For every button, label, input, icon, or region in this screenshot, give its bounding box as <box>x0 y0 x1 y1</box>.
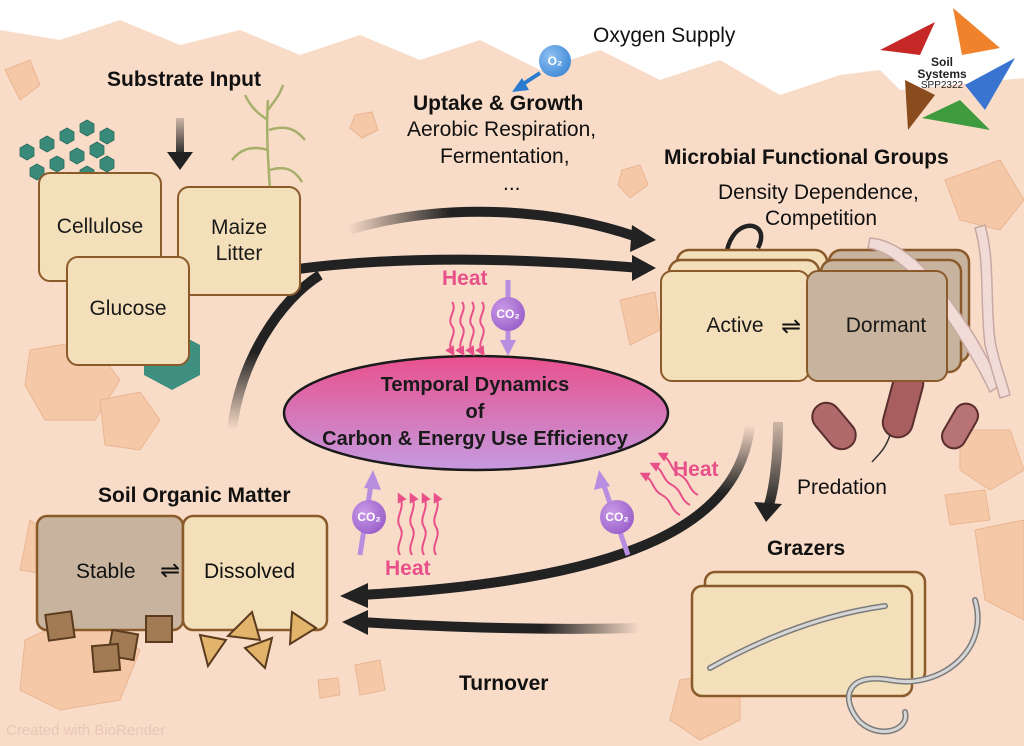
cellulose-label: Cellulose <box>56 214 144 238</box>
logo-line2: Systems <box>917 67 967 81</box>
central-topic: Temporal Dynamics of Carbon & Energy Use… <box>300 372 650 453</box>
microbial-groups-title: Microbial Functional Groups <box>664 146 949 169</box>
uptake-line-fermentation: Fermentation, <box>440 145 570 168</box>
soil-organic-matter-title: Soil Organic Matter <box>98 484 291 507</box>
uptake-line-ellipsis: ... <box>503 172 521 195</box>
dormant-label: Dormant <box>845 313 927 337</box>
co2-bubble-left-icon: CO₂ <box>352 500 386 534</box>
soil-systems-logo: Soil Systems SPP2322 <box>912 56 972 92</box>
logo-line1: Soil <box>930 55 953 69</box>
active-label: Active <box>706 313 764 337</box>
grazers-title: Grazers <box>767 537 846 560</box>
active-dormant-exchange-icon: ⇌ <box>781 313 802 340</box>
co2-bubble-top-icon: CO₂ <box>491 297 525 331</box>
uptake-line-aerobic: Aerobic Respiration, <box>407 118 597 141</box>
central-topic-line3: Carbon & Energy Use Efficiency <box>322 428 628 450</box>
co2-bubble-right-icon: CO₂ <box>600 500 634 534</box>
stable-label: Stable <box>76 560 136 583</box>
dissolved-label: Dissolved <box>204 560 296 583</box>
predation-label: Predation <box>797 476 887 499</box>
central-topic-line2: of <box>465 401 485 423</box>
maize-litter-box: Maize Litter <box>177 186 301 296</box>
uptake-growth-title: Uptake & Growth <box>413 92 584 115</box>
dormant-box: Dormant <box>806 270 948 382</box>
substrate-input-title: Substrate Input <box>107 68 262 91</box>
maize-litter-label: Maize Litter <box>210 215 268 265</box>
stable-dissolved-exchange-icon: ⇌ <box>160 557 181 584</box>
glucose-label: Glucose <box>89 296 167 320</box>
density-dependence-label: Density Dependence, <box>718 181 919 204</box>
glucose-box: Glucose <box>66 256 190 366</box>
competition-label: Competition <box>765 207 878 230</box>
oxygen-bubble-icon: O₂ <box>539 45 571 77</box>
central-topic-line1: Temporal Dynamics <box>380 374 570 396</box>
turnover-label: Turnover <box>459 672 549 695</box>
biorender-watermark: Created with BioRender <box>6 722 166 739</box>
active-box: Active <box>660 270 810 382</box>
heat-label-bottom: Heat <box>385 557 431 580</box>
cellulose-box: Cellulose <box>38 172 162 282</box>
heat-label-right: Heat <box>673 458 719 481</box>
oxygen-supply-label: Oxygen Supply <box>593 24 736 47</box>
logo-line3: SPP2322 <box>920 80 964 91</box>
heat-label-top: Heat <box>442 267 488 290</box>
